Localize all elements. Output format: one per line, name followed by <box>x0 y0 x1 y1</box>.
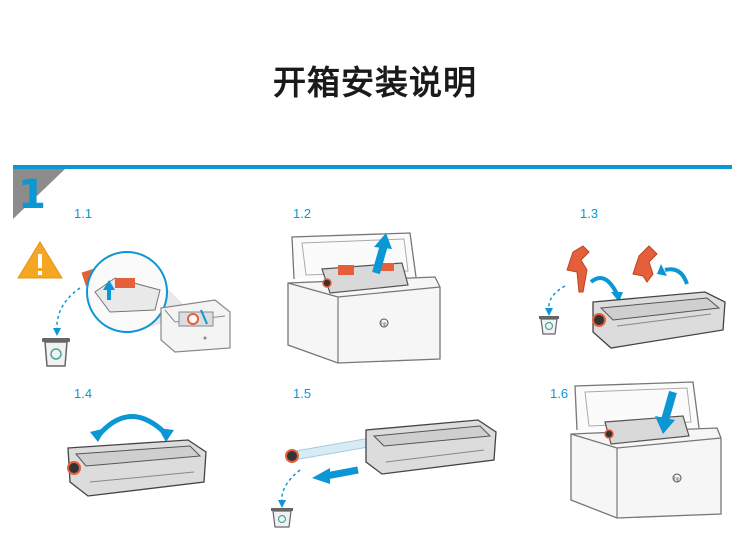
step-illustration-1-5 <box>270 410 510 530</box>
warning-triangle-icon <box>17 241 63 279</box>
recycle-bin-icon <box>42 338 70 367</box>
section-divider <box>13 165 732 169</box>
hp-logo-icon: hp <box>379 318 389 328</box>
step-label-1-4: 1.4 <box>74 386 93 401</box>
printer-small-icon <box>160 299 231 353</box>
svg-text:hp: hp <box>674 477 680 483</box>
page-title: 开箱安装说明 <box>273 63 477 102</box>
svg-text:hp: hp <box>381 322 387 328</box>
step-label-1-6: 1.6 <box>550 386 569 401</box>
step-label-1-1: 1.1 <box>74 206 93 221</box>
step-label-1-5: 1.5 <box>293 386 312 401</box>
section-number: 1 <box>18 172 46 218</box>
hp-logo-icon: hp <box>672 473 682 483</box>
recycle-bin-icon <box>271 508 293 528</box>
step-illustration-1-4 <box>60 398 220 503</box>
step-illustration-1-6: hp <box>565 378 725 523</box>
step-illustration-1-3 <box>535 230 735 350</box>
step-illustration-1-2: hp <box>280 225 445 370</box>
recycle-bin-icon <box>539 316 559 335</box>
step-label-1-2: 1.2 <box>293 206 312 221</box>
step-illustration-1-1 <box>15 230 240 380</box>
step-label-1-3: 1.3 <box>580 206 599 221</box>
section-badge-icon <box>13 169 65 219</box>
